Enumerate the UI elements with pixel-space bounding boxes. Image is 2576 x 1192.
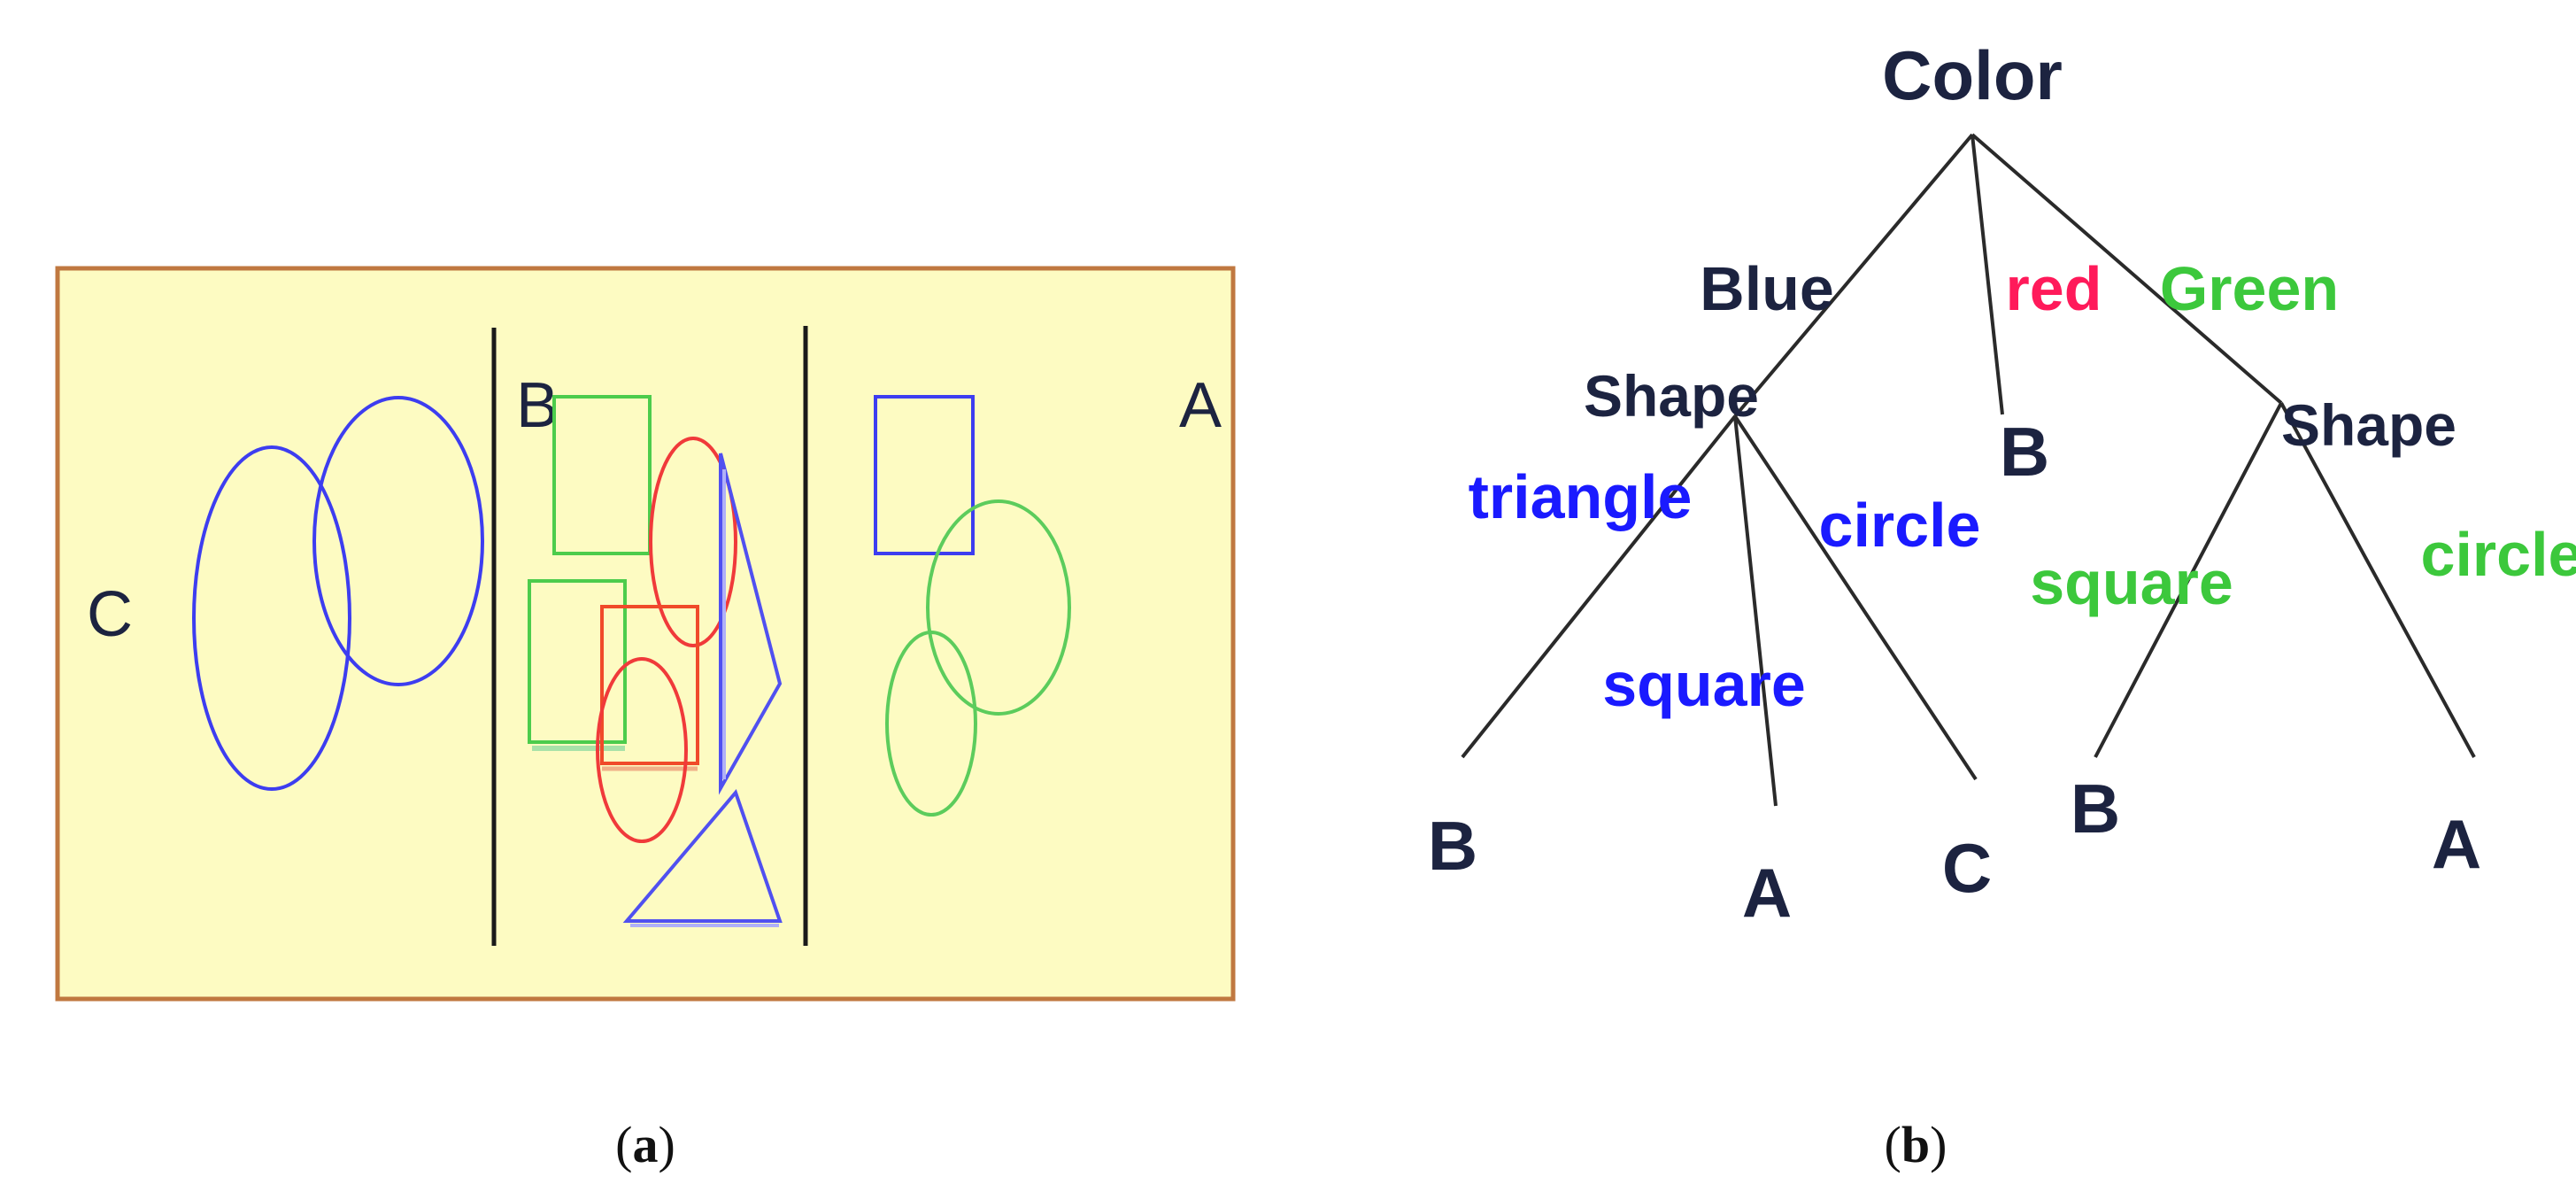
caption-a-close: ) <box>659 1116 675 1173</box>
edge-blue-square <box>1733 415 1778 807</box>
blue-circle-shape <box>312 396 484 686</box>
tree-edges <box>1461 133 2476 807</box>
blue-circle-shape <box>192 445 351 791</box>
leaf-blue-triangle: B <box>1428 807 1477 885</box>
red-square-shape <box>600 605 699 765</box>
leaf-green-square: B <box>2071 770 2120 848</box>
caption-b-close: ) <box>1930 1116 1947 1173</box>
green-circle-shape <box>885 631 977 817</box>
edge-label-blue-circle: circle <box>1819 491 1981 560</box>
leaf-blue-circle: C <box>1942 829 1992 907</box>
leaf-red: B <box>2000 413 2049 491</box>
edge-label-blue: Blue <box>1700 254 1834 323</box>
green-square-shape <box>528 579 627 744</box>
blue-square-shape <box>874 395 975 555</box>
red-circle-shape <box>596 657 688 843</box>
caption-a: (a) <box>615 1116 675 1173</box>
caption-a-letter: a <box>633 1116 659 1173</box>
panel-a-box <box>55 266 1236 1002</box>
blue-triangle-shape <box>622 789 783 923</box>
node-shape-blue: Shape <box>1584 363 1759 429</box>
edge-label-triangle: triangle <box>1469 462 1693 531</box>
green-square-shape <box>552 395 652 555</box>
edge-label-green-square: square <box>2030 548 2233 617</box>
edge-color-blue <box>1733 133 1974 418</box>
blue-triangle-shape <box>719 453 783 795</box>
caption-a-open: ( <box>615 1116 632 1173</box>
panel-a: C B A (a) <box>55 266 1236 1173</box>
edge-green-circle <box>2279 402 2476 758</box>
group-label-c: C <box>87 579 133 650</box>
node-shape-green: Shape <box>2281 392 2456 458</box>
edge-label-green-circle: circle <box>2421 520 2576 589</box>
green-circle-shape <box>926 499 1071 716</box>
caption-b: (b) <box>1885 1116 1947 1173</box>
edge-green-square <box>2094 402 2283 758</box>
red-circle-shape <box>649 437 737 647</box>
edge-label-red: red <box>2006 254 2102 323</box>
group-label-b: B <box>516 370 559 441</box>
edge-blue-triangle <box>1461 414 1737 759</box>
leaf-green-circle: A <box>2432 805 2481 883</box>
edge-blue-circle <box>1733 414 1978 781</box>
edge-color-red <box>1971 134 2004 415</box>
panel-b: Color Shape Shape Blue red Green triangl… <box>1428 36 2576 1173</box>
caption-b-letter: b <box>1901 1116 1930 1173</box>
edge-label-blue-square: square <box>1602 650 1806 719</box>
caption-b-open: ( <box>1885 1116 1901 1173</box>
group-label-a: A <box>1179 370 1222 441</box>
root-node-color: Color <box>1882 36 2063 114</box>
leaf-blue-square: A <box>1742 854 1792 932</box>
edge-label-green: Green <box>2160 254 2339 323</box>
edge-color-green <box>1971 133 2283 405</box>
